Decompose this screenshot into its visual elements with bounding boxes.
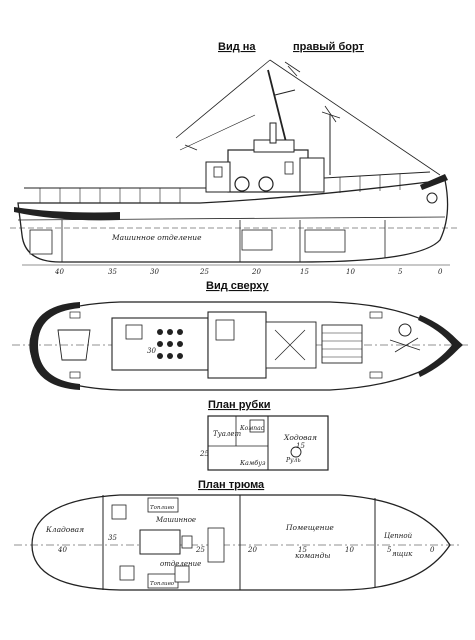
deck-line <box>17 216 446 221</box>
bollard <box>369 311 383 319</box>
porthole <box>234 176 250 192</box>
battery-rack <box>207 527 225 563</box>
crew-bunks <box>304 229 346 253</box>
fore-hatch <box>321 324 363 364</box>
wheel-icon <box>290 446 302 458</box>
frame-number: 25 <box>199 268 209 276</box>
fuel-label-bottom: Топливо <box>150 581 175 587</box>
hold-crate <box>119 565 135 581</box>
side-view-heading-right: правый борт <box>293 41 365 53</box>
frame-number: 5 <box>387 546 392 554</box>
mast-yard <box>274 89 296 96</box>
fore-hatch-slats <box>322 332 362 358</box>
engine-room-label-top: Машинное <box>155 516 196 524</box>
window <box>284 161 294 175</box>
frame-number: 25 <box>199 450 209 458</box>
hatch-cover <box>125 324 143 340</box>
fore-deckhouse-top <box>265 321 317 369</box>
stern-compartment <box>29 229 53 255</box>
fuel-label-top: Топливо <box>150 505 175 511</box>
mast-flag-line <box>287 65 298 77</box>
engine-block <box>139 529 181 555</box>
mast-flag-line <box>284 61 301 73</box>
wheel-label: Руль <box>285 457 301 464</box>
anchor-top <box>389 337 421 353</box>
antenna <box>324 105 337 123</box>
bollard <box>369 371 383 379</box>
deckhouse-fore <box>299 157 325 193</box>
compass-box <box>249 419 265 433</box>
bow-fender-top <box>418 315 462 377</box>
side-view-heading-left: Вид на <box>218 41 256 53</box>
chain-locker-label-bottom: ящик <box>392 550 413 558</box>
frame-number: 40 <box>54 268 64 276</box>
frame-number: 20 <box>247 546 257 554</box>
frame-number: 15 <box>298 546 307 554</box>
fore-rail <box>323 171 431 179</box>
top-view-heading: Вид сверху <box>206 280 269 292</box>
frame-number: 10 <box>346 268 355 276</box>
galley-label: Камбуз <box>239 459 266 467</box>
crew-room-label-bottom: команды <box>295 551 331 560</box>
engine-room-label: Машинное отделение <box>111 233 202 242</box>
hold-plan: Кладовая Машинное отделение Помещение ко… <box>14 494 462 591</box>
frame-number: 35 <box>108 534 117 542</box>
compass-label: Компас <box>239 425 265 432</box>
hold-crate <box>174 565 190 583</box>
fore-stay <box>175 59 271 139</box>
storeroom-label: Кладовая <box>45 525 84 534</box>
stern-fender <box>14 207 120 221</box>
stern-fender-top <box>30 302 80 390</box>
mast-stay-top <box>274 329 306 361</box>
crew-room-label-top: Помещение <box>285 523 334 532</box>
frame-number: 30 <box>150 268 159 276</box>
frame-number: 25 <box>195 546 205 554</box>
rail-stanchions <box>39 174 401 203</box>
frame-number: 5 <box>398 268 403 276</box>
hull <box>17 179 449 263</box>
top-view: 30 <box>12 301 470 391</box>
engine-room-label-bottom: отделение <box>160 560 201 568</box>
anchor-windlass-top <box>398 323 412 337</box>
gearbox <box>181 535 193 549</box>
bridge-label: Ходовая <box>283 433 317 442</box>
windlass <box>426 192 438 204</box>
hold-bulkheads <box>102 495 376 590</box>
porthole <box>258 176 274 192</box>
mast <box>267 69 289 151</box>
skylight-grid <box>157 329 183 359</box>
fuel-tank-top <box>147 497 179 513</box>
roof-hatch <box>215 319 235 341</box>
frame-number: 30 <box>147 347 156 355</box>
rigging-line <box>179 114 256 151</box>
frame-number: 0 <box>438 268 443 276</box>
wheelhouse-plan-heading: План рубки <box>208 399 270 411</box>
frame-number: 35 <box>108 268 117 276</box>
bollard <box>69 371 81 379</box>
frame-number: 15 <box>300 268 309 276</box>
toilet-label: Туалет <box>213 430 242 438</box>
chain-locker-label-top: Цепной <box>384 532 413 540</box>
hold-crate <box>111 504 127 520</box>
funnel <box>269 122 277 144</box>
frame-number: 20 <box>251 268 261 276</box>
light-post <box>184 144 198 151</box>
frame-number: 15 <box>296 442 305 450</box>
bollard <box>69 311 81 319</box>
hold-outline <box>31 494 451 591</box>
window <box>213 166 223 178</box>
bulkheads <box>61 220 386 262</box>
frame-number: 10 <box>345 546 354 554</box>
hold-plan-heading: План трюма <box>198 479 265 491</box>
side-view: Машинное отделение 40 35 30 25 20 15 10 … <box>10 59 460 276</box>
frame-number: 40 <box>57 546 67 554</box>
wheelhouse-plan: Туалет Компас Ходовая Руль Камбуз 25 15 <box>199 415 329 471</box>
stern-bitt <box>57 329 91 361</box>
engine <box>241 229 273 251</box>
frame-number: 0 <box>430 546 435 554</box>
back-stay <box>269 59 441 176</box>
